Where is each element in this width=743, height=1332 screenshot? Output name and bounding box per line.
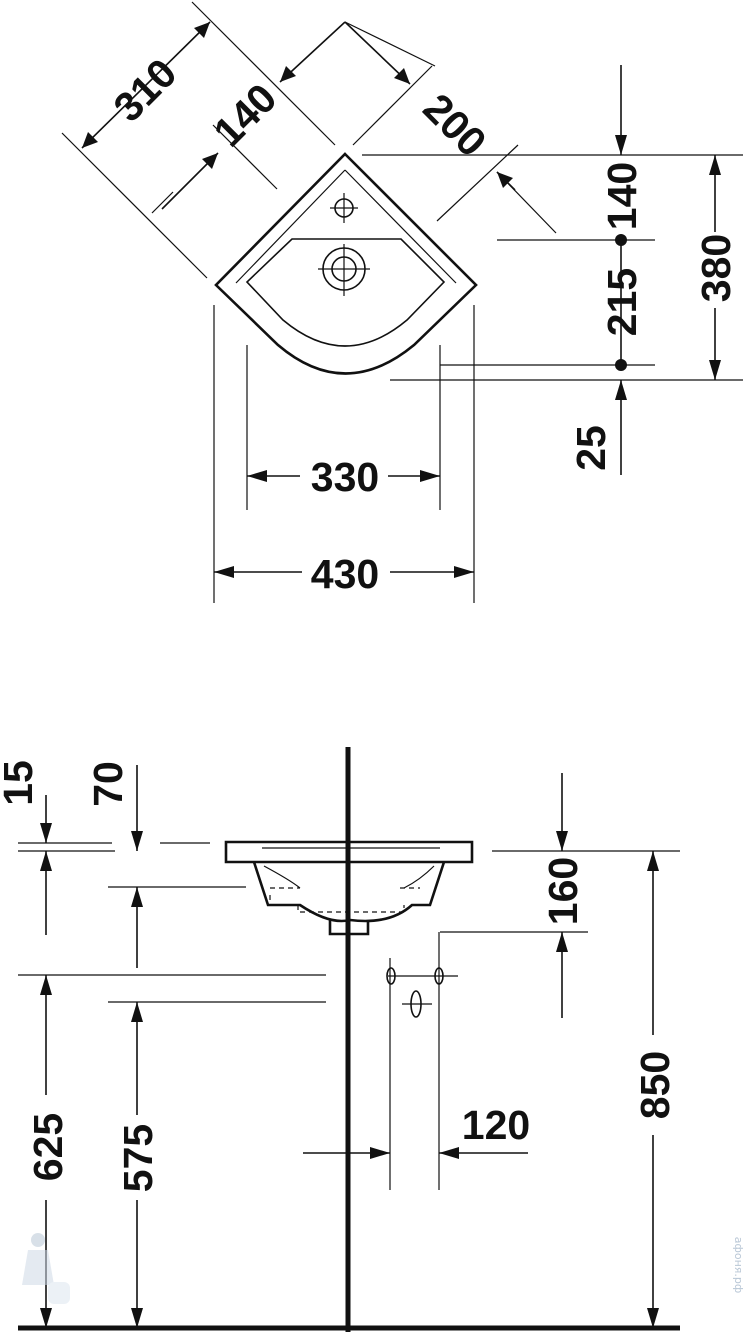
basin-side-profile [224, 840, 474, 936]
dim-380-label: 380 [693, 234, 739, 302]
dim-25-label: 25 [568, 425, 614, 471]
watermark-text: афоня.рф [732, 1237, 743, 1294]
top-view: 310 140 200 140 215 25 380 [61, 1, 743, 603]
dim-15-label: 15 [0, 760, 41, 806]
dim-330-label: 330 [311, 454, 379, 500]
dim-160-label: 160 [540, 857, 586, 925]
dim-575-label: 575 [115, 1124, 161, 1192]
dim-850-label: 850 [632, 1051, 678, 1119]
dim-625-label: 625 [25, 1113, 71, 1181]
drain-icon [318, 244, 370, 296]
dim-200-label: 200 [414, 85, 495, 166]
watermark-logo [22, 1233, 70, 1304]
tap-hole-icon [330, 193, 358, 223]
dim-140-right-label: 140 [599, 162, 645, 230]
basin-rim-line [344, 169, 457, 284]
basin-inner-bowl [245, 238, 446, 347]
dim-310-label: 310 [105, 50, 186, 131]
water-connections-icon [386, 932, 458, 1190]
side-view: 15 70 625 575 160 850 [0, 747, 680, 1332]
dim-140-diagonal-label: 140 [205, 75, 286, 156]
dim-120-label: 120 [462, 1102, 530, 1148]
dim-430-label: 430 [311, 551, 379, 597]
dim-215-label: 215 [599, 268, 645, 336]
dim-70-label: 70 [85, 761, 131, 807]
basin-rim-line-left [235, 169, 346, 284]
basin-outer-outline [214, 152, 478, 375]
